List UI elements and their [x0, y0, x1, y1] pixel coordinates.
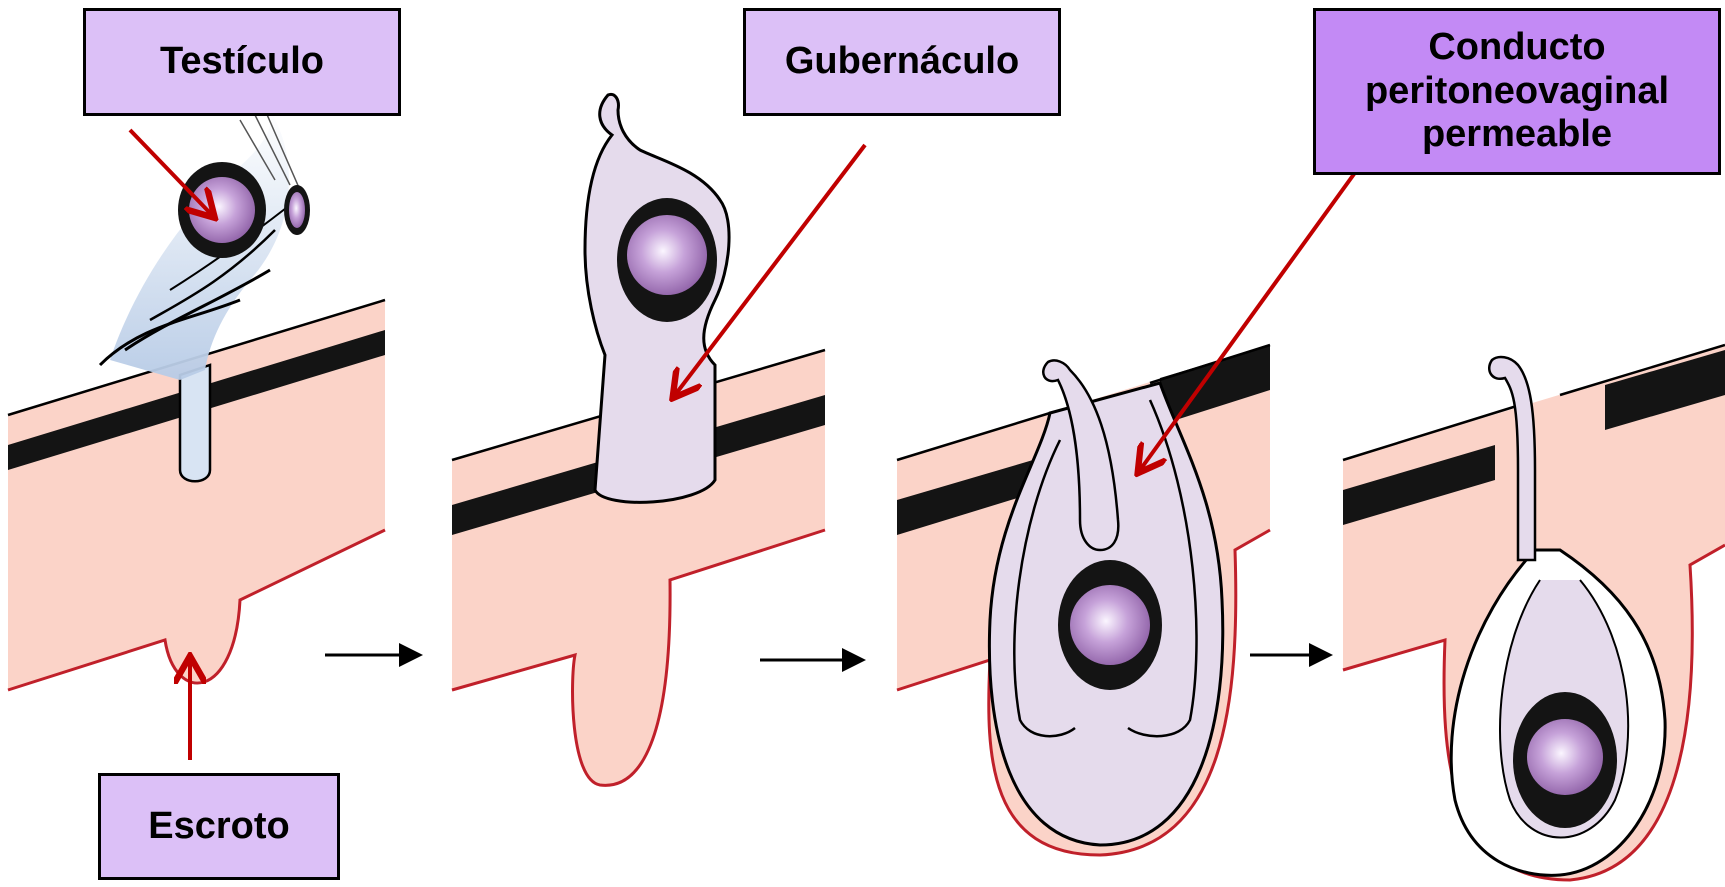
stage-2-panel: [452, 94, 825, 785]
stage-4-panel: [1343, 345, 1725, 880]
duct-label-line-3: permeable: [1422, 113, 1612, 157]
stage-3-panel: [897, 345, 1270, 855]
duct-label: Conducto peritoneovaginal permeable: [1313, 8, 1721, 175]
duct-label-line-1: Conducto: [1428, 26, 1605, 70]
testis-label: Testículo: [83, 8, 401, 116]
gubernaculum-mass: [180, 365, 210, 481]
scrotum-label: Escroto: [98, 773, 340, 880]
gubernaculum-label: Gubernáculo: [743, 8, 1061, 116]
duct-label-line-2: peritoneovaginal: [1365, 70, 1669, 114]
